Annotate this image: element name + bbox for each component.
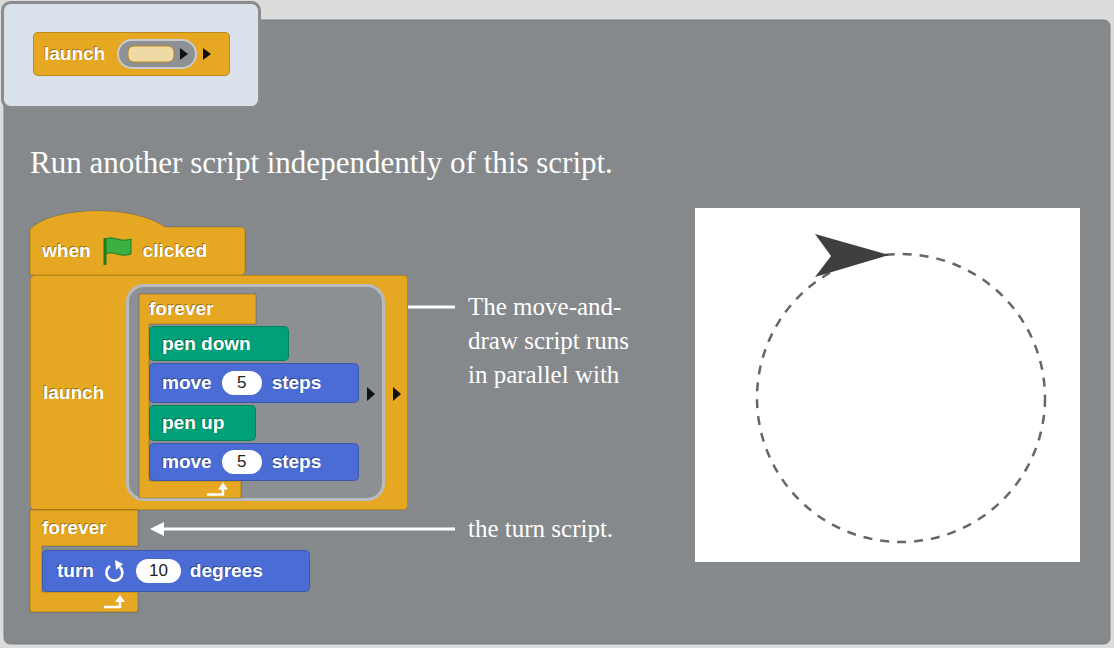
prototype-tab [3,3,260,108]
block-label: move [162,372,212,394]
command-block: move 5 steps [149,443,359,481]
stage-illustration [695,208,1080,562]
block-label: steps [272,451,322,473]
block-label: move [162,451,212,473]
command-block: pen up [149,405,256,441]
input-slot: 5 [222,371,262,395]
loop-arrow [207,483,228,495]
command-block: move 5 steps [149,363,359,403]
command-block: pen down [149,326,289,361]
block-label: forever [42,517,106,539]
callout-note: the turn script. [468,512,788,546]
c-block: foreverpen downmove5stepspen upmove5step… [139,294,256,498]
block-label: steps [272,372,322,394]
callout-note: The move-and-draw script runs in paralle… [468,290,653,392]
loop-arrow [104,595,125,607]
block-label: pen down [162,333,251,355]
dark-panel [4,20,1110,644]
label-holder: launch [43,382,104,404]
block-label: forever [149,298,213,320]
c-header: forever [30,510,106,546]
ring-icon [117,38,217,70]
input-slot: 10 [136,559,181,583]
variadic-arrows [365,384,415,404]
block-label: launch [43,382,104,403]
block-label: turn [57,560,94,582]
launch-block: launch forever pen down move 5 steps pen up mov… [30,275,408,510]
input-slot: 5 [222,450,262,474]
block-label: when [42,240,91,262]
c-header: forever [139,294,213,324]
block-label: launch [44,43,105,65]
sprite-arrow [815,234,889,277]
block-label: degrees [190,560,263,582]
heading-text: Run another script independently of this… [30,145,613,181]
command-block: launch [33,32,230,76]
block-label: pen up [162,412,224,434]
cw-icon [103,558,127,584]
c-block: foreverturn10degrees [30,510,138,612]
flag-icon [99,235,135,267]
command-block: turn 10 degrees [42,550,310,592]
hat-block: when clicked [30,205,245,275]
block-label: clicked [143,240,207,262]
leader-arrow [150,522,455,536]
